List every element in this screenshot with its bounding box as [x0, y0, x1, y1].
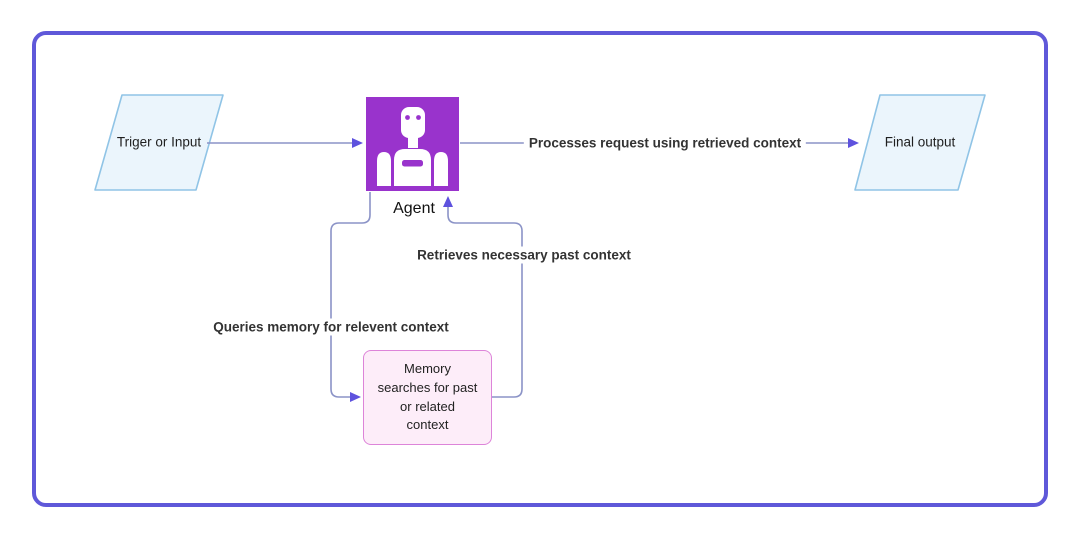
- final-output-node-shape: [854, 94, 986, 191]
- final-output-node-label: Final output: [884, 134, 956, 150]
- arrowhead-into-final-output: [848, 138, 859, 148]
- edge-label-queries: Queries memory for relevent context: [208, 318, 454, 336]
- edge-agent-to-memory: [330, 192, 371, 398]
- memory-node-label: Memory searches for past or related cont…: [377, 360, 478, 433]
- edge-memory-to-agent: [447, 207, 523, 398]
- arrowhead-into-agent-bottom: [443, 196, 453, 207]
- agent-node: [366, 97, 459, 191]
- arrowhead-into-agent-left: [352, 138, 363, 148]
- arrowhead-into-memory: [350, 392, 361, 402]
- edge-label-retrieves: Retrieves necessary past context: [412, 246, 636, 264]
- trigger-node-shape: [94, 94, 224, 191]
- memory-node: Memory searches for past or related cont…: [363, 350, 492, 445]
- trigger-node-label: Triger or Input: [116, 134, 202, 150]
- robot-icon: [377, 107, 448, 186]
- agent-node-label: Agent: [393, 200, 435, 217]
- edge-label-processes: Processes request using retrieved contex…: [523, 134, 807, 152]
